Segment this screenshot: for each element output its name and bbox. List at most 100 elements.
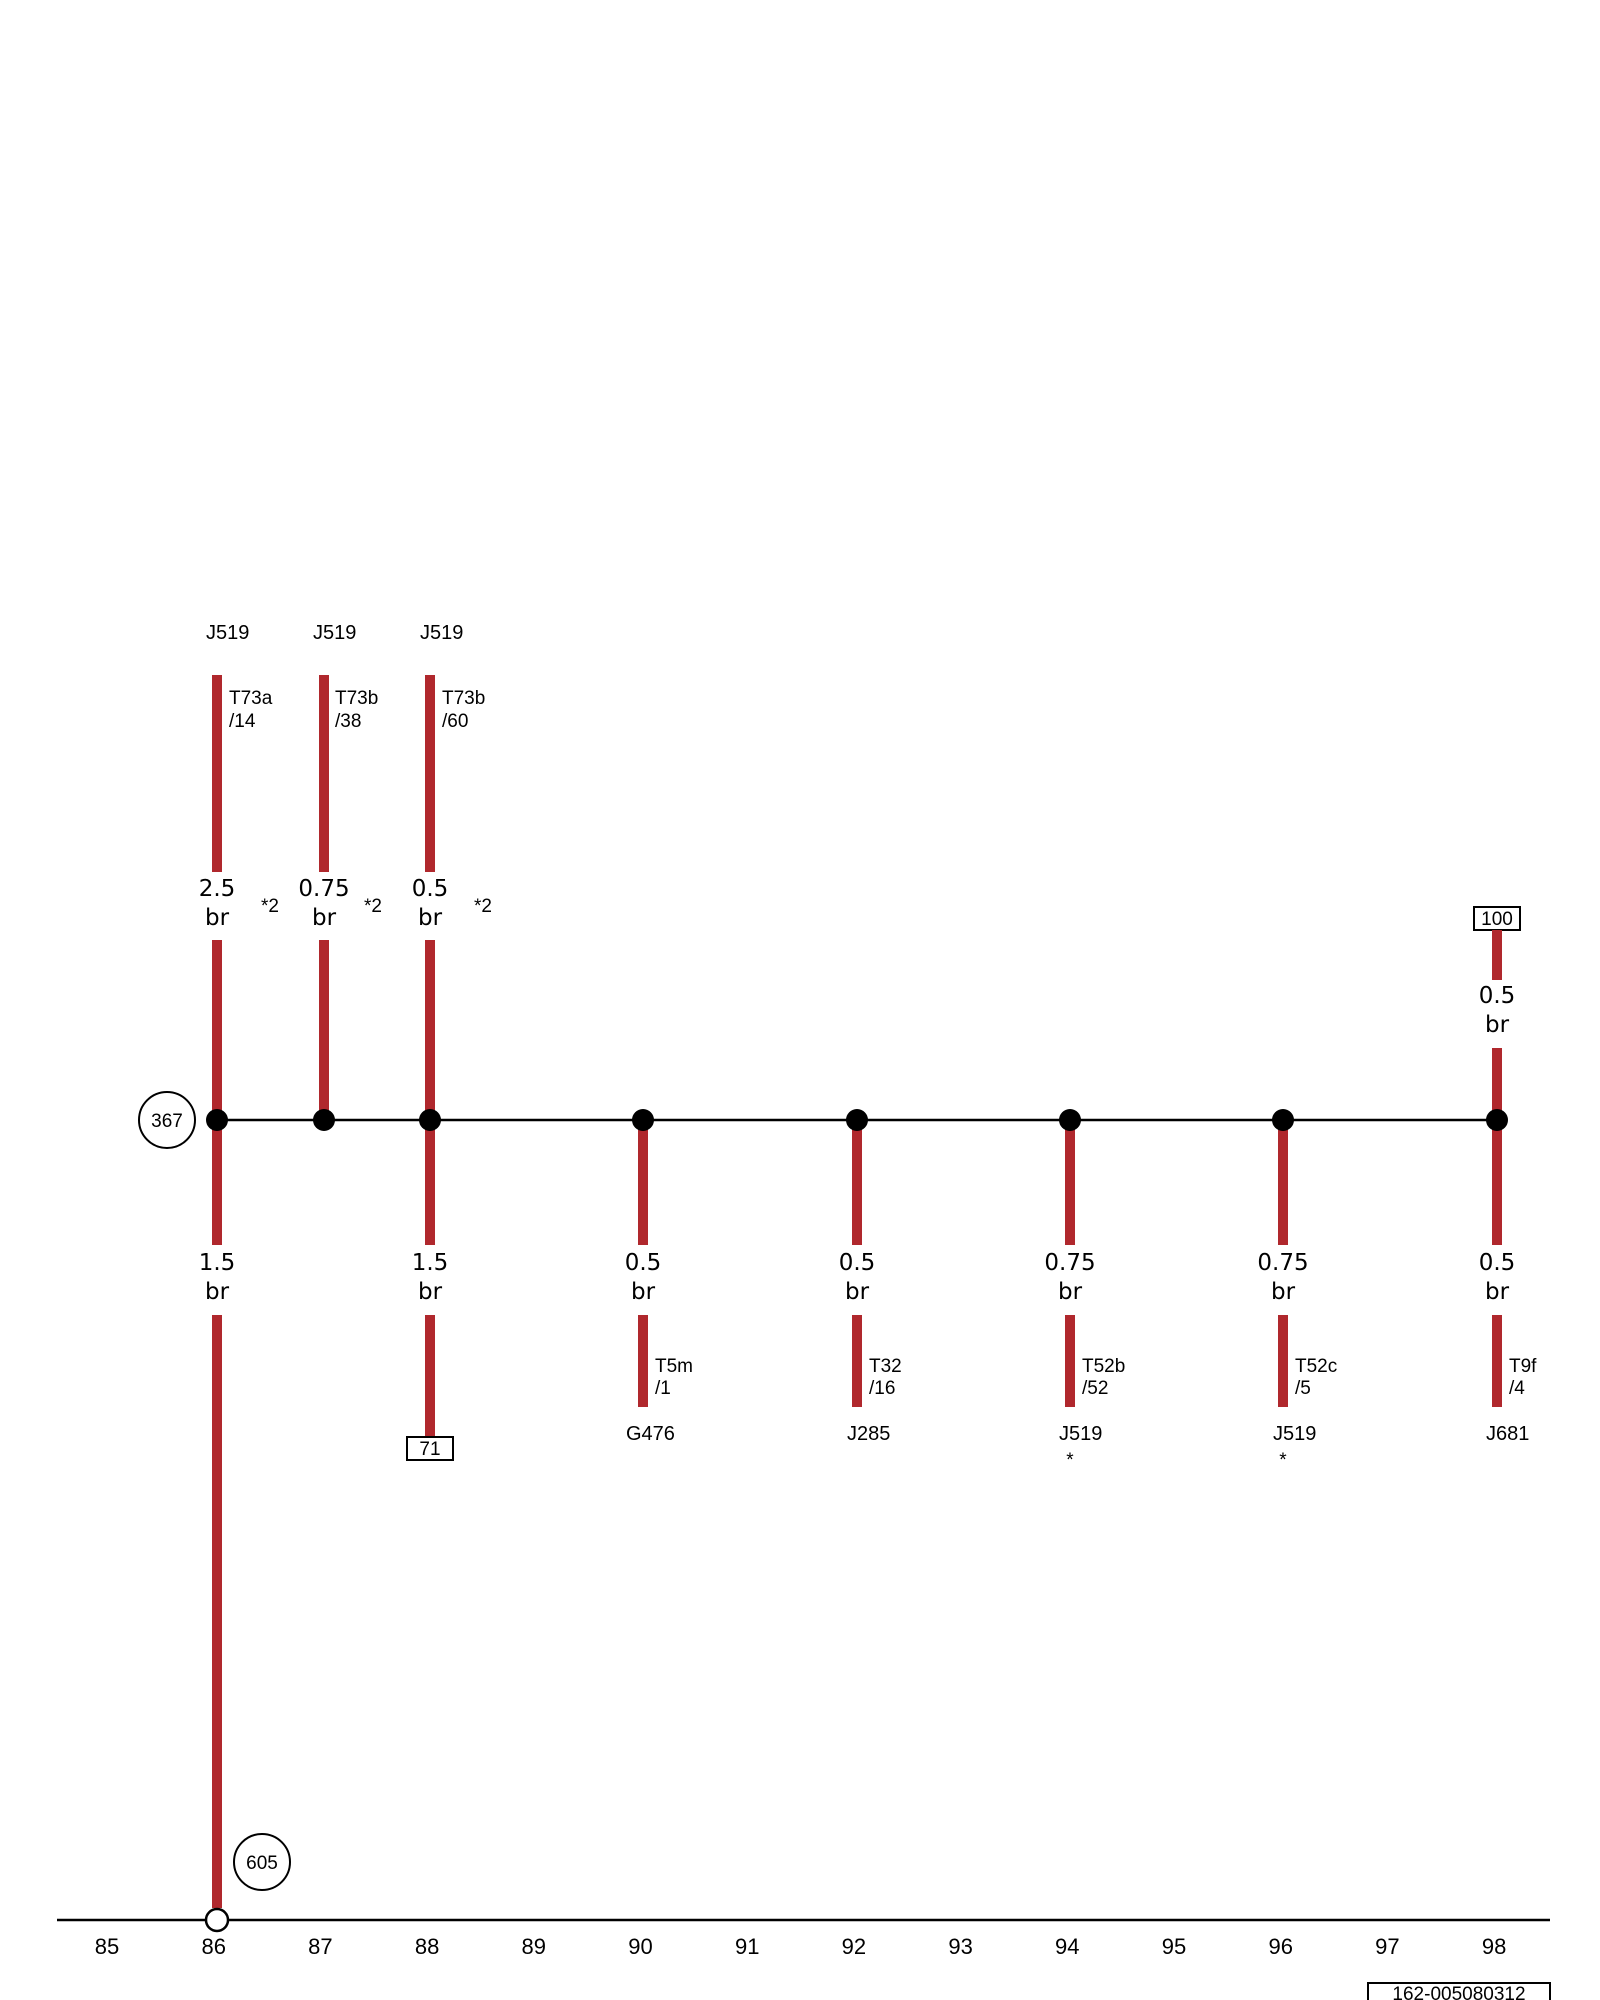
sheet-number: 88	[415, 1934, 439, 1959]
wire-segment	[425, 675, 435, 872]
wire-segment	[1278, 1315, 1288, 1407]
pin-label: /4	[1509, 1378, 1525, 1399]
junction-dot[interactable]	[632, 1109, 654, 1131]
top-wires: J519 T73a /14 2.5 br *2 J519 T73b /38 0.…	[199, 622, 1521, 1120]
sheet-number: 86	[201, 1934, 225, 1959]
wire-segment	[1065, 1120, 1075, 1245]
wire-drop-88[interactable]: 1.5 br 71	[406, 1120, 454, 1461]
pin-label: T73b	[442, 688, 485, 709]
wire-color: br	[418, 905, 443, 931]
sheet-number: 98	[1482, 1934, 1506, 1959]
wire-j519-a[interactable]: J519 T73a /14 2.5 br *2	[199, 622, 279, 1120]
wire-color: br	[1058, 1279, 1083, 1305]
pin-label: /52	[1082, 1378, 1108, 1399]
wire-gauge: 0.75	[1044, 1250, 1095, 1276]
component-label: J519	[1059, 1423, 1102, 1445]
wire-j519-c[interactable]: J519 T73b /60 0.5 br *2	[412, 622, 492, 1120]
sheet-number: 92	[842, 1934, 866, 1959]
wire-color: br	[1485, 1012, 1510, 1038]
wire-segment	[319, 940, 329, 1120]
wire-drop-96[interactable]: 0.75 br T52c /5 J519 *	[1257, 1120, 1337, 1471]
wire-segment	[319, 675, 329, 872]
wire-drop-92[interactable]: 0.5 br T32 /16 J285	[839, 1120, 902, 1445]
ground-circle	[233, 1833, 291, 1891]
junction-dot[interactable]	[1059, 1109, 1081, 1131]
splice-marker[interactable]: 367	[138, 1091, 196, 1149]
pin-label: /16	[869, 1378, 895, 1399]
wire-color: br	[1271, 1279, 1296, 1305]
junction-dot[interactable]	[1486, 1109, 1508, 1131]
component-label: J519	[420, 622, 463, 644]
pin-label: T5m	[655, 1356, 693, 1377]
splice-number: 367	[151, 1111, 183, 1132]
wire-segment	[1278, 1120, 1288, 1245]
wire-gauge: 1.5	[412, 1250, 449, 1276]
footnote-mark: *2	[261, 896, 279, 917]
wire-ref-100[interactable]: 100 0.5 br	[1473, 906, 1521, 1120]
junction-dot[interactable]	[846, 1109, 868, 1131]
sheet-number: 95	[1162, 1934, 1186, 1959]
component-label: J519	[1273, 1423, 1316, 1445]
wire-drop-94[interactable]: 0.75 br T52b /52 J519 *	[1044, 1120, 1125, 1471]
pin-label: T73a	[229, 688, 273, 709]
wire-gauge: 0.75	[1257, 1250, 1308, 1276]
sheet-number: 90	[628, 1934, 652, 1959]
junction-dot[interactable]	[419, 1109, 441, 1131]
document-id-text: 162-005080312	[1392, 1984, 1525, 2000]
footnote-mark: *2	[364, 896, 382, 917]
wire-gauge: 0.5	[839, 1250, 876, 1276]
component-label: J519	[313, 622, 356, 644]
wire-segment	[1492, 1120, 1502, 1245]
component-label: G476	[626, 1423, 675, 1445]
pin-label: T73b	[335, 688, 378, 709]
wire-drop-86[interactable]: 1.5 br	[199, 1120, 236, 1908]
reference-number: 100	[1481, 909, 1513, 930]
wire-color: br	[418, 1279, 443, 1305]
wire-gauge: 0.5	[625, 1250, 662, 1276]
wire-gauge: 0.5	[1479, 983, 1516, 1009]
wire-segment	[425, 1120, 435, 1245]
wire-drop-98[interactable]: 0.5 br T9f /4 J681	[1479, 1120, 1537, 1445]
wire-color: br	[845, 1279, 870, 1305]
drop-wires: 1.5 br 1.5 br 71 0.5 br T5m /1 G476 0.5	[199, 1120, 1537, 1908]
wire-j519-b[interactable]: J519 T73b /38 0.75 br *2	[298, 622, 382, 1120]
junction-dot[interactable]	[206, 1109, 228, 1131]
wire-segment	[1492, 1048, 1502, 1120]
footnote-mark: *	[1066, 1450, 1074, 1471]
wire-drop-90[interactable]: 0.5 br T5m /1 G476	[625, 1120, 693, 1445]
wire-segment	[425, 1315, 435, 1437]
footnote-mark: *2	[474, 896, 492, 917]
junction-dot[interactable]	[1272, 1109, 1294, 1131]
sheet-number: 97	[1375, 1934, 1399, 1959]
pin-label: /60	[442, 711, 468, 732]
document-id: 162-005080312	[1367, 1982, 1551, 2000]
sheet-number: 96	[1268, 1934, 1292, 1959]
footnote-mark: *	[1279, 1450, 1287, 1471]
reference-box[interactable]	[406, 1436, 454, 1461]
junction-dots	[206, 1109, 1508, 1131]
wire-segment	[638, 1315, 648, 1407]
wire-segment	[638, 1120, 648, 1245]
wire-gauge: 0.5	[412, 876, 449, 902]
wire-color: br	[205, 1279, 230, 1305]
pin-label: /14	[229, 711, 256, 732]
component-label: J285	[847, 1423, 890, 1445]
sheet-number: 91	[735, 1934, 759, 1959]
wire-gauge: 0.5	[1479, 1250, 1516, 1276]
wire-gauge: 0.75	[298, 876, 349, 902]
pin-label: T32	[869, 1356, 902, 1377]
document-id-box	[1367, 1982, 1551, 2000]
ground-point[interactable]: 605	[204, 1833, 291, 1933]
wire-segment	[1065, 1315, 1075, 1407]
reference-number: 71	[419, 1439, 440, 1460]
junction-dot[interactable]	[313, 1109, 335, 1131]
component-label: J519	[206, 622, 249, 644]
component-label: J681	[1486, 1423, 1529, 1445]
sheet-number: 85	[95, 1934, 119, 1959]
wire-segment	[212, 1315, 222, 1908]
pin-label: T52c	[1295, 1356, 1337, 1377]
wire-color: br	[631, 1279, 656, 1305]
pin-label: /1	[655, 1378, 671, 1399]
pin-label: T9f	[1509, 1356, 1537, 1377]
